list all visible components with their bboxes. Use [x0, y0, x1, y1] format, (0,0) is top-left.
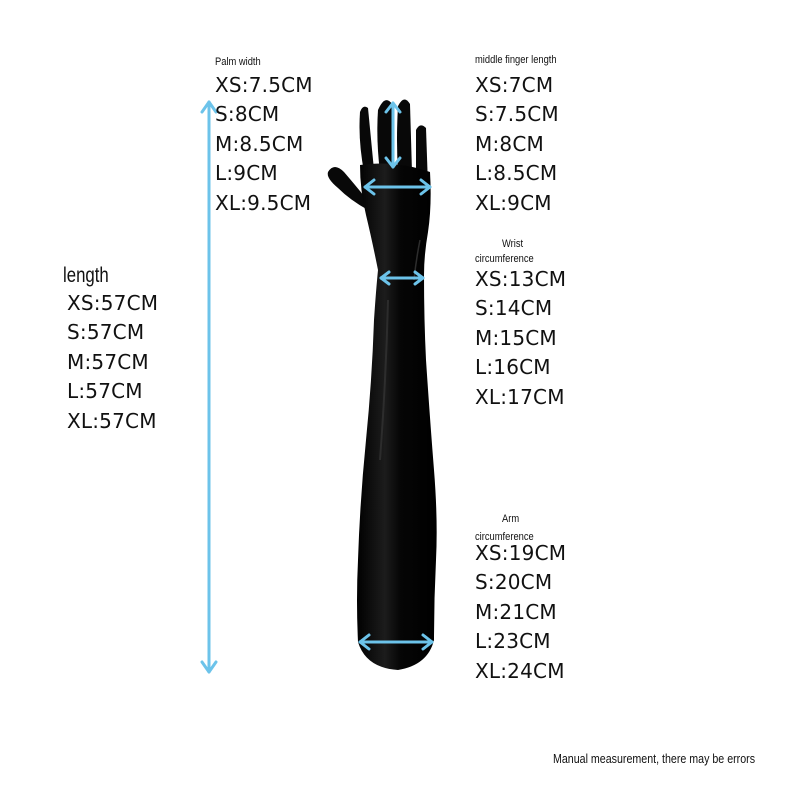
- wrist-label-line2: circumference: [475, 253, 534, 265]
- arm-circumference-values: XS:19CM S:20CM M:21CM L:23CM XL:24CM: [475, 539, 566, 686]
- palm-width-xs: XS:7.5CM: [215, 73, 313, 97]
- length-block: length XS:57CM S:57CM M:57CM L:57CM XL:5…: [63, 264, 158, 436]
- finger-length-s: S:7.5CM: [475, 102, 559, 127]
- arm-label-line1: Arm: [502, 513, 520, 525]
- wrist-m: M:15CM: [475, 325, 557, 350]
- measurement-disclaimer: Manual measurement, there may be errors: [553, 751, 756, 766]
- arm-s: S:20CM: [475, 570, 553, 595]
- wrist-xs: XS:13CM: [475, 267, 567, 291]
- wrist-s: S:14CM: [475, 296, 553, 321]
- middle-finger-length-label: middle finger length: [475, 54, 557, 66]
- length-s: S:57CM: [67, 320, 145, 345]
- arm-circumference-block: Arm circumference XS:19CM S:20CM M:21CM …: [475, 513, 566, 686]
- palm-width-l: L:9CM: [215, 161, 278, 186]
- finger-length-xl: XL:9CM: [475, 190, 552, 215]
- palm-width-label: Palm width: [215, 56, 261, 68]
- wrist-circumference-values: XS:13CM S:14CM M:15CM L:16CM XL:17CM: [475, 265, 566, 412]
- arm-l: L:23CM: [475, 629, 551, 654]
- palm-width-block: Palm width XS:7.5CM S:8CM M:8.5CM L:9CM …: [215, 56, 313, 218]
- arm-xs: XS:19CM: [475, 541, 567, 565]
- length-xs: XS:57CM: [67, 291, 159, 315]
- wrist-label-line1: Wrist: [502, 238, 524, 250]
- palm-width-m: M:8.5CM: [215, 131, 304, 156]
- arm-xl: XL:24CM: [475, 658, 565, 683]
- arm-m: M:21CM: [475, 599, 557, 624]
- length-xl: XL:57CM: [67, 408, 157, 433]
- wrist-xl: XL:17CM: [475, 384, 565, 409]
- palm-width-values: XS:7.5CM S:8CM M:8.5CM L:9CM XL:9.5CM: [215, 71, 313, 218]
- wrist-circumference-arrow-icon: [379, 270, 425, 286]
- arm-circumference-arrow-icon: [358, 633, 434, 651]
- length-values: XS:57CM S:57CM M:57CM L:57CM XL:57CM: [67, 289, 158, 436]
- length-l: L:57CM: [67, 379, 143, 404]
- finger-length-l: L:8.5CM: [475, 161, 558, 186]
- length-label: length: [63, 264, 109, 287]
- wrist-l: L:16CM: [475, 355, 551, 380]
- finger-length-m: M:8CM: [475, 131, 544, 156]
- length-m: M:57CM: [67, 349, 149, 374]
- wrist-circumference-block: Wrist circumference XS:13CM S:14CM M:15C…: [475, 238, 566, 412]
- glove-silhouette: [327, 99, 437, 670]
- palm-width-xl: XL:9.5CM: [215, 190, 312, 215]
- palm-width-s: S:8CM: [215, 102, 280, 127]
- finger-length-xs: XS:7CM: [475, 73, 554, 97]
- length-arrow-icon: [200, 100, 218, 674]
- arm-label-line2: circumference: [475, 531, 534, 543]
- middle-finger-length-values: XS:7CM S:7.5CM M:8CM L:8.5CM XL:9CM: [475, 71, 571, 218]
- palm-width-arrow-icon: [363, 178, 432, 196]
- finger-length-arrow-icon: [384, 101, 402, 169]
- middle-finger-length-block: middle finger length XS:7CM S:7.5CM M:8C…: [475, 54, 571, 218]
